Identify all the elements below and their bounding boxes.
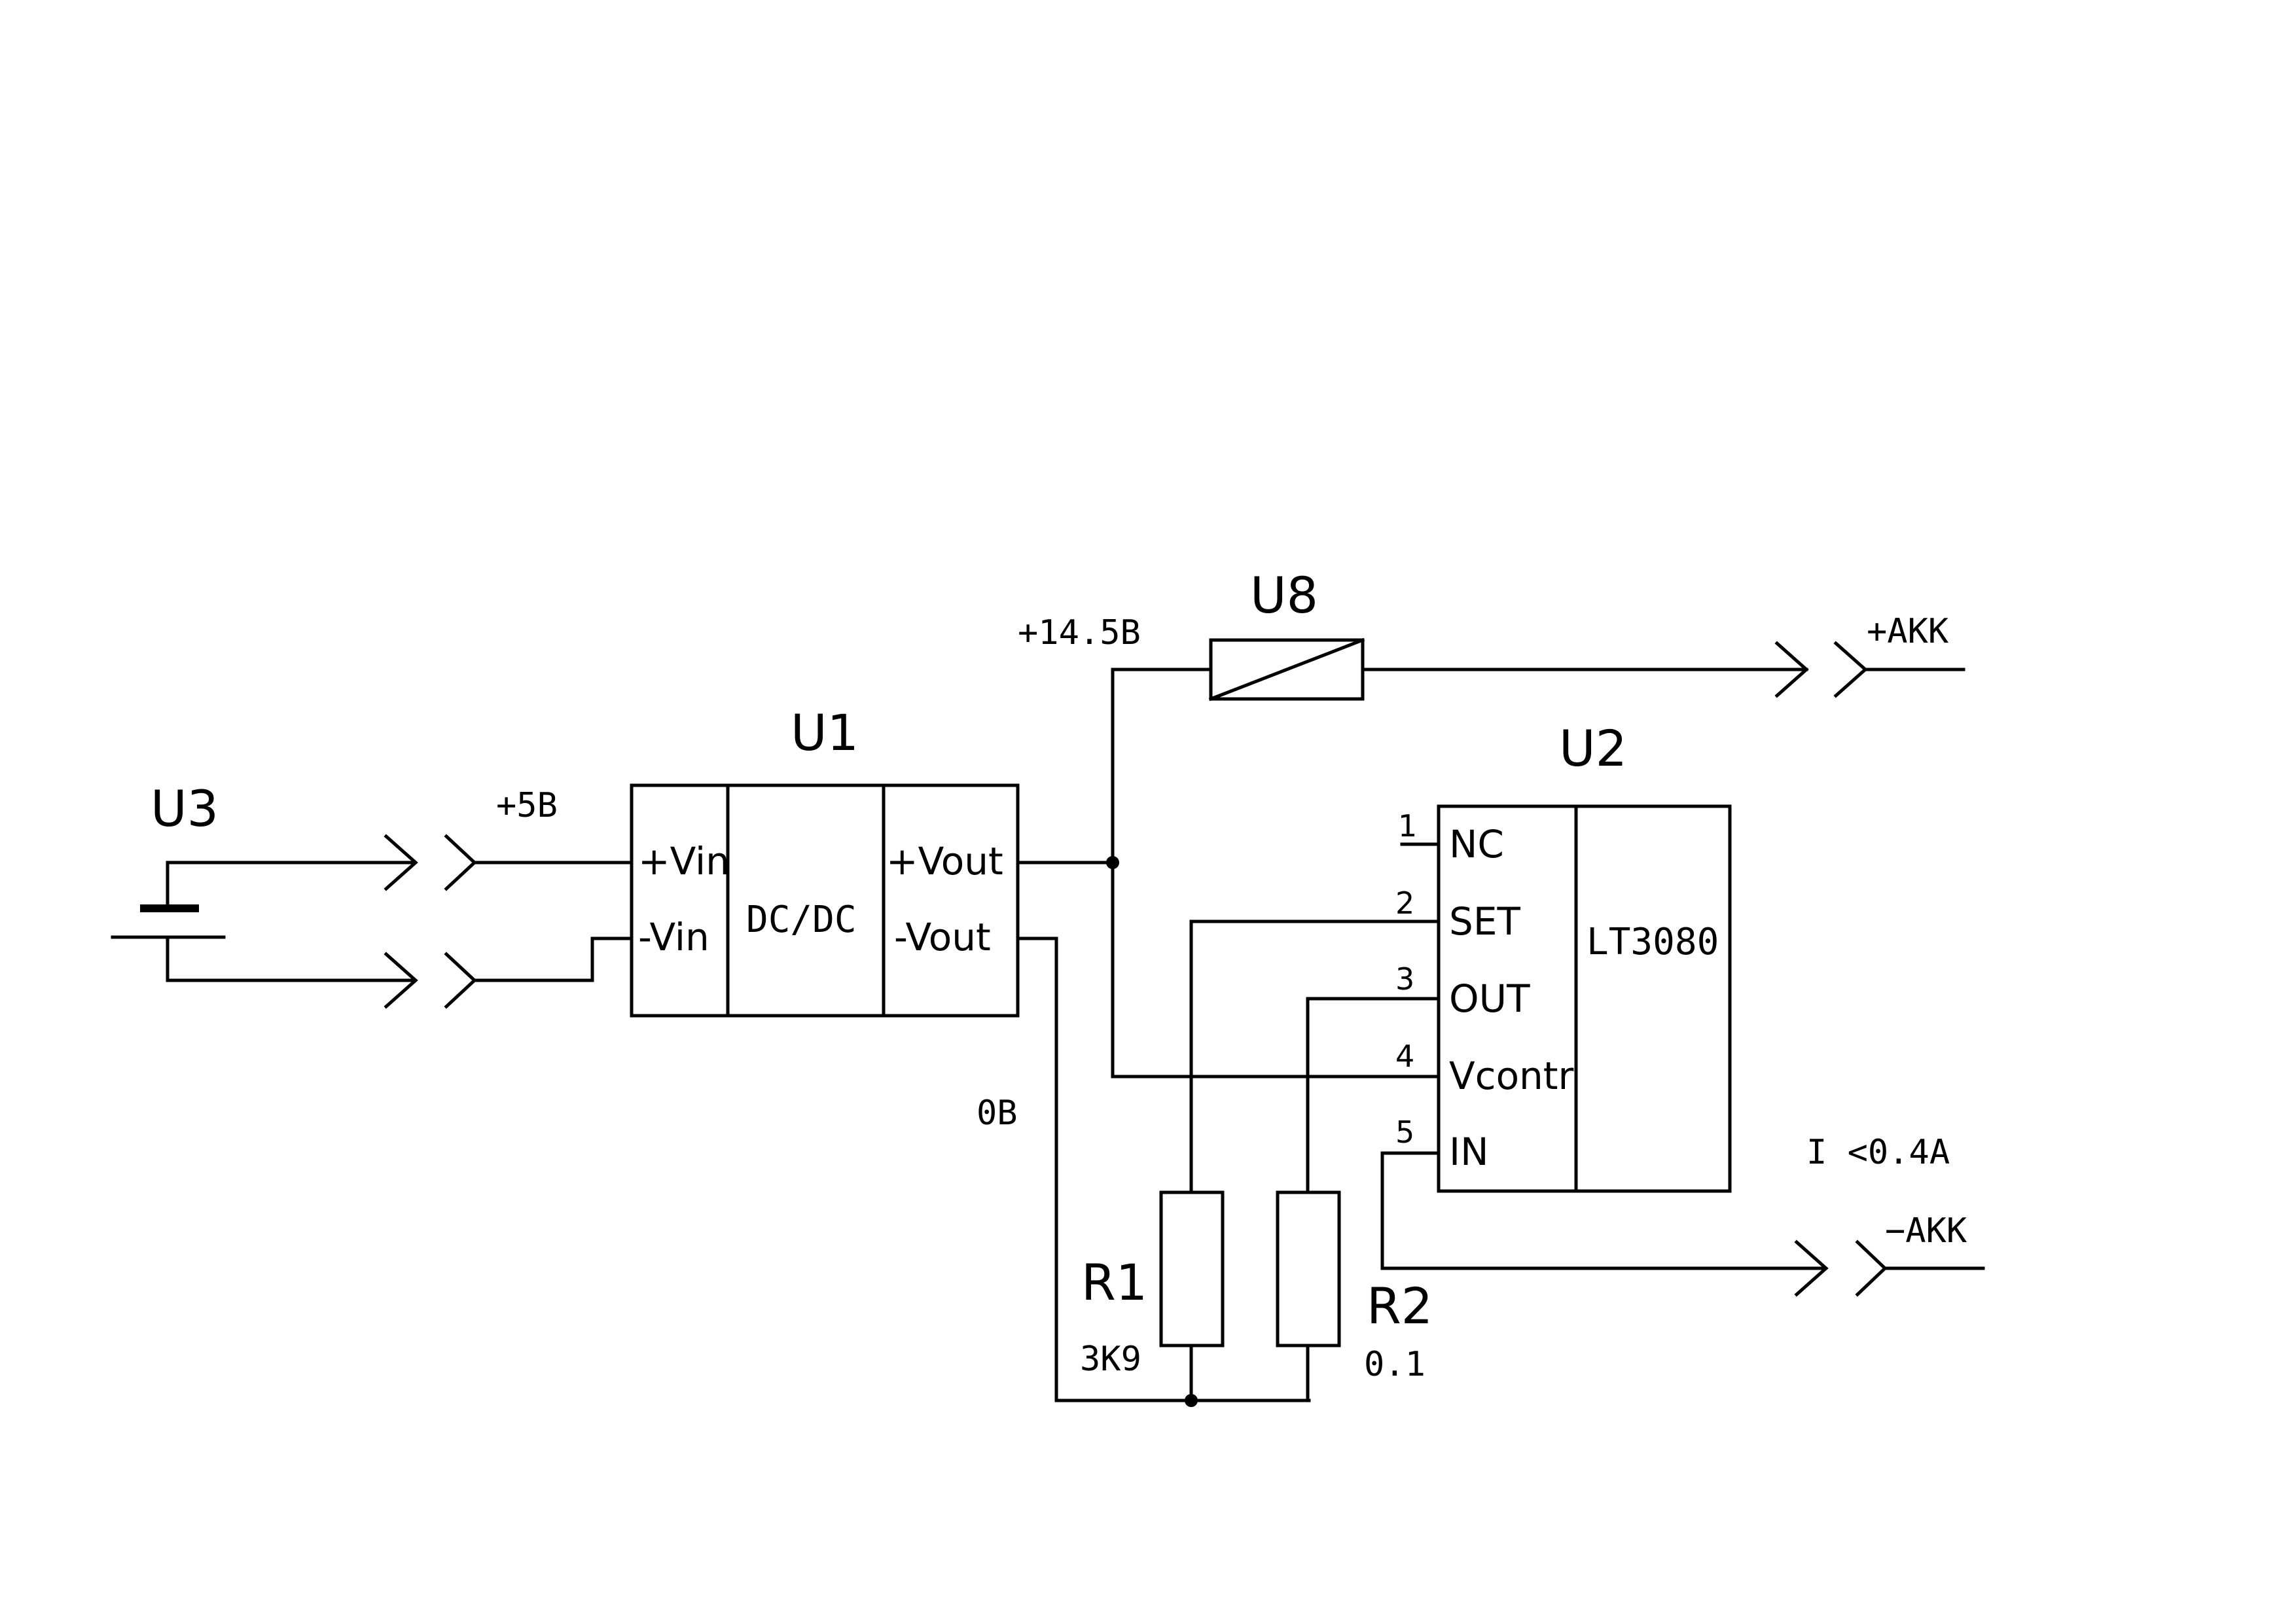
u1-pin-vin-pos: +Vin (638, 839, 730, 883)
connector-akk-neg (1794, 1240, 1985, 1297)
u2-pin5-number: 5 (1395, 1115, 1414, 1150)
u1-pin-vin-neg: -Vin (638, 915, 709, 959)
u3-ref-label: U3 (151, 779, 219, 838)
u8-ref-label: U8 (1250, 566, 1318, 624)
dcdc-module-u1 (630, 783, 1020, 1018)
connector-akk-pos (1774, 641, 1965, 698)
r1-value-label: 3K9 (1080, 1340, 1141, 1379)
wire-out-r2 (1306, 997, 1441, 1194)
r2-value-label: 0.1 (1364, 1345, 1426, 1384)
fuse-u8 (1208, 637, 1808, 702)
u2-pin3-name: OUT (1449, 976, 1530, 1021)
net-label-0v: 0B (977, 1094, 1018, 1133)
u2-pin1-number: 1 (1398, 808, 1417, 844)
net-label-akk-neg: −AKK (1885, 1211, 1967, 1251)
r2-ref-label: R2 (1367, 1277, 1433, 1335)
u2-pin2-name: SET (1449, 899, 1520, 944)
u1-pin-vout-pos: +Vout (886, 839, 1003, 883)
u2-pin5-name: IN (1449, 1130, 1489, 1174)
u2-part-label: LT3080 (1587, 921, 1719, 963)
u2-pin1-name: NC (1449, 822, 1504, 866)
u2-pin3-number: 3 (1395, 961, 1414, 997)
current-limit-note: I <0.4A (1806, 1133, 1950, 1172)
wire-to-u8 (1111, 668, 1213, 865)
wire-to-vcontr (1111, 861, 1441, 1079)
connector-gnd-in (384, 936, 634, 1009)
wire-vout-neg (1016, 936, 1311, 1402)
u2-pin2-number: 2 (1395, 885, 1414, 921)
u2-ref-label: U2 (1559, 719, 1627, 777)
wire-in-akk-neg (1380, 1151, 1825, 1270)
u1-pin-vout-neg: -Vout (894, 915, 991, 959)
r1-ref-label: R1 (1081, 1253, 1147, 1311)
u2-pin4-number: 4 (1395, 1039, 1414, 1074)
u1-ref-label: U1 (791, 704, 859, 762)
junction-bottom (1185, 1394, 1198, 1407)
wire-set-r1 (1189, 919, 1441, 1194)
connector-plus5v (384, 834, 634, 891)
net-label-plus5v: +5B (496, 786, 558, 825)
resistor-r1 (1159, 1190, 1225, 1402)
battery-u3 (111, 861, 414, 982)
net-label-plus14v: +14.5B (1018, 613, 1141, 652)
net-label-akk-pos: +AKK (1867, 612, 1949, 651)
u1-body-label: DC/DC (746, 899, 857, 941)
resistor-r2 (1276, 1190, 1341, 1402)
u2-pin4-name: Vcontr (1449, 1054, 1574, 1098)
